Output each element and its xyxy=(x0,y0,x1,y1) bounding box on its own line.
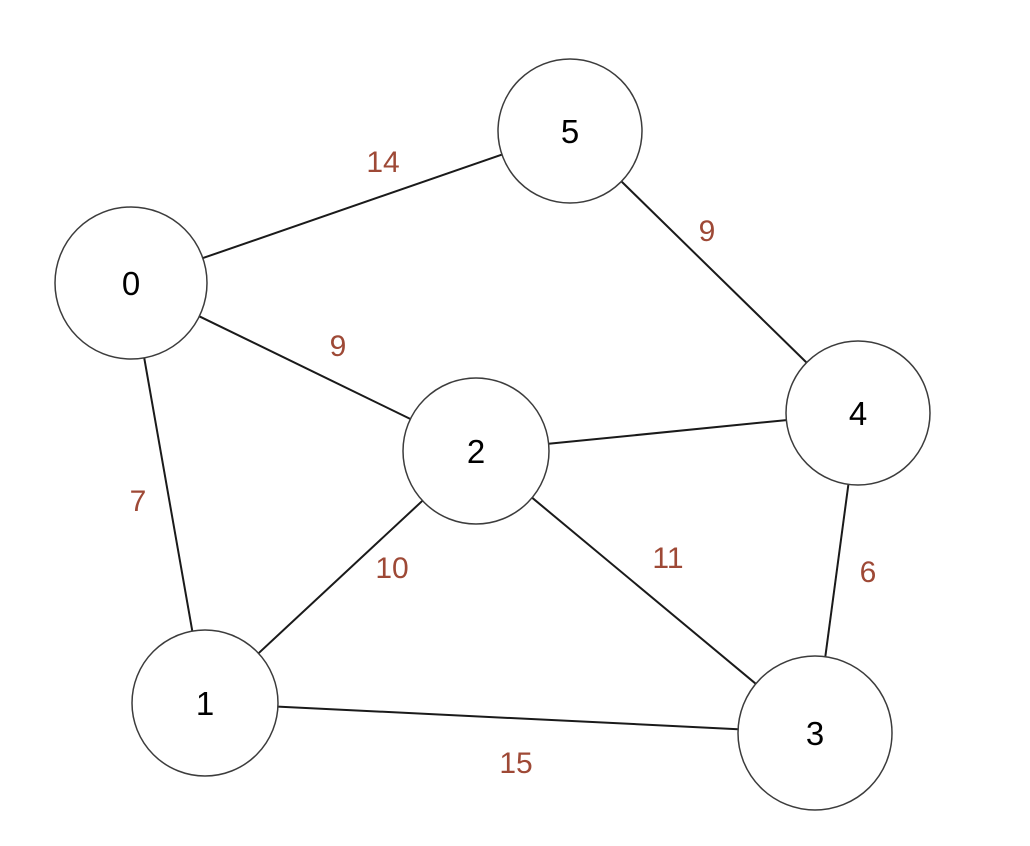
node-circle-1 xyxy=(131,629,279,777)
edge-5-4 xyxy=(620,180,808,364)
node-label-0: 0 xyxy=(122,265,140,302)
node-circle-5 xyxy=(497,58,643,204)
node-label-2: 2 xyxy=(467,433,485,470)
edge-2-4 xyxy=(548,419,787,445)
node-4: 4 xyxy=(785,340,931,486)
edge-1-3 xyxy=(277,705,739,731)
edge-0-5 xyxy=(202,153,503,260)
node-0: 0 xyxy=(54,206,208,360)
edge-4-3 xyxy=(824,484,850,657)
edge-2-3 xyxy=(531,496,757,685)
node-2: 2 xyxy=(402,377,550,525)
node-circle-3 xyxy=(737,655,893,811)
edge-weight-0-2: 9 xyxy=(330,330,347,363)
edge-weight-0-5: 14 xyxy=(366,146,399,179)
edge-weight-0-1: 7 xyxy=(130,485,147,518)
edge-weight-1-3: 15 xyxy=(499,747,532,780)
edge-weight-1-2: 10 xyxy=(375,552,408,585)
node-1: 1 xyxy=(131,629,279,777)
edge-weight-2-3: 11 xyxy=(652,542,683,575)
node-label-5: 5 xyxy=(561,113,579,150)
edge-weight-5-4: 9 xyxy=(699,215,716,248)
node-circle-4 xyxy=(785,340,931,486)
node-circle-0 xyxy=(54,206,208,360)
node-5: 5 xyxy=(497,58,643,204)
edge-0-2 xyxy=(198,315,411,420)
node-3: 3 xyxy=(737,655,893,811)
edge-0-1 xyxy=(143,357,194,632)
node-label-1: 1 xyxy=(196,685,214,722)
node-label-3: 3 xyxy=(806,715,824,752)
node-circle-2 xyxy=(402,377,550,525)
node-label-4: 4 xyxy=(849,395,867,432)
edge-1-2 xyxy=(257,499,424,655)
edge-weight-4-3: 6 xyxy=(860,556,877,589)
